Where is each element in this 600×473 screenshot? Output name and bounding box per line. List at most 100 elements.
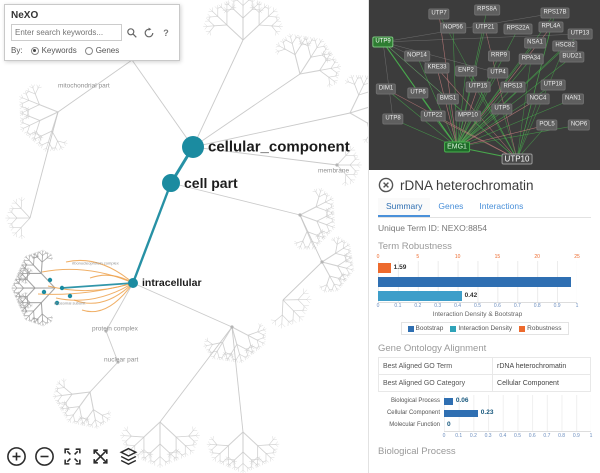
help-icon[interactable]: ? [163, 27, 169, 38]
network-node[interactable]: UTP8 [382, 113, 404, 125]
axis-tick: 0.5 [474, 303, 481, 309]
radio-keywords[interactable] [30, 46, 39, 55]
network-node[interactable]: RPA34 [518, 53, 544, 65]
tab-summary[interactable]: Summary [378, 198, 431, 217]
tree-branch-label: protein complex [92, 325, 138, 333]
go-score-bar [444, 409, 478, 417]
ontology-tree-panel: NeXO ? By: Keywords Genes [0, 0, 368, 473]
network-node[interactable]: DIM1 [375, 83, 397, 95]
app-title: NeXO [11, 10, 39, 21]
axis-tick: 0.7 [513, 303, 521, 309]
network-node[interactable]: UTP22 [420, 110, 446, 122]
legend-label: Robustness [527, 325, 562, 332]
go-score-row: Molecular Function 0 [378, 419, 591, 431]
network-node[interactable]: UTP7 [428, 8, 450, 20]
go-row-label: Best Aligned GO Category [377, 374, 494, 392]
expand-collapse-icon[interactable] [90, 446, 111, 467]
network-node[interactable]: UTP21 [472, 22, 498, 34]
tree-node-cellular-component[interactable] [182, 136, 204, 158]
network-node[interactable]: RPS8A [474, 4, 500, 16]
network-node[interactable]: UTP18 [540, 79, 566, 91]
tree-node-intracellular[interactable] [128, 278, 138, 288]
layers-icon[interactable] [118, 446, 139, 467]
close-icon[interactable] [378, 177, 394, 193]
reset-icon[interactable] [142, 26, 156, 40]
axis-tick: 0 [376, 254, 380, 260]
term-id: Unique Term ID: NEXO:8854 [378, 223, 487, 233]
network-node[interactable]: UTP6 [407, 87, 429, 99]
network-node[interactable]: NOP56 [440, 22, 466, 34]
go-score-value: 0.23 [480, 409, 494, 416]
network-node[interactable]: UTP15 [465, 81, 491, 93]
network-node[interactable]: POL5 [536, 119, 558, 131]
network-node[interactable]: NAN1 [561, 93, 585, 105]
network-node[interactable]: RPS13 [500, 81, 526, 93]
axis-tick: 1 [575, 303, 579, 309]
tree-node-label[interactable]: intracellular [142, 277, 202, 289]
go-score-value: 0 [447, 421, 451, 428]
radio-genes[interactable] [84, 46, 93, 55]
network-node[interactable]: KRE33 [424, 62, 450, 74]
network-node[interactable]: BMS1 [436, 93, 460, 105]
section-biological-process: Biological Process [378, 446, 456, 457]
search-by-label: By: [11, 46, 23, 55]
network-node[interactable]: UTP5 [491, 103, 513, 115]
axis-tick: 1 [589, 433, 593, 439]
zoom-out-icon[interactable] [34, 446, 55, 467]
axis-tick: 0.6 [528, 433, 536, 439]
axis-tick: 25 [574, 254, 580, 260]
tab-genes[interactable]: Genes [438, 201, 464, 211]
section-go-alignment: Gene Ontology Alignment [378, 343, 487, 354]
tab-interactions[interactable]: Interactions [479, 201, 524, 211]
network-node[interactable]: UTP13 [567, 28, 593, 40]
network-node[interactable]: RPL4A [538, 21, 564, 33]
tree-node-label[interactable]: cell part [184, 175, 238, 191]
network-node[interactable]: RPS22A [503, 23, 533, 35]
axis-tick: 0 [442, 433, 446, 439]
go-score-category: Biological Process [390, 398, 440, 404]
network-node[interactable]: RPS17B [540, 7, 570, 19]
ontology-tree-canvas[interactable] [0, 0, 368, 473]
go-score-category: Molecular Function [389, 422, 440, 428]
axis-tick: 0.5 [514, 433, 521, 439]
axis-tick: 0.9 [553, 303, 561, 309]
network-node[interactable]: RRP9 [487, 50, 511, 62]
network-node[interactable]: UTP4 [487, 67, 509, 79]
network-node[interactable]: NSA1 [524, 37, 546, 49]
network-node[interactable]: UTP9 [372, 36, 394, 48]
term-details-panel: rDNA heterochromatin Summary Genes Interac… [369, 170, 600, 473]
network-node[interactable]: MPP10 [455, 110, 481, 122]
axis-tick: 0.4 [499, 433, 507, 439]
axis-tick: 0.8 [533, 303, 541, 309]
network-node[interactable]: ENP2 [455, 65, 477, 77]
term-title: rDNA heterochromatin [400, 177, 534, 193]
network-node[interactable]: HSC82 [552, 40, 578, 52]
search-card: NeXO ? By: Keywords Genes [4, 4, 180, 61]
axis-tick: 15 [494, 254, 501, 260]
tree-node-cell-part[interactable] [162, 174, 180, 192]
network-node[interactable]: NOC4 [526, 93, 550, 105]
fit-to-screen-icon[interactable] [62, 446, 83, 467]
network-node[interactable]: NOP6 [567, 119, 591, 131]
network-node[interactable]: BUD21 [559, 51, 585, 63]
network-node[interactable]: UTP10 [501, 153, 533, 165]
search-input[interactable] [11, 24, 122, 41]
network-node[interactable]: NOP14 [404, 50, 430, 62]
tree-node-label[interactable]: cellular_component [208, 138, 350, 156]
axis-tick: 5 [416, 254, 420, 260]
network-node[interactable]: EMG1 [444, 141, 470, 153]
axis-tick: 0.9 [572, 433, 580, 439]
legend-item: Bootstrap [407, 325, 443, 332]
search-icon[interactable] [125, 26, 139, 40]
zoom-in-icon[interactable] [6, 446, 27, 467]
axis-tick: 0.1 [455, 433, 463, 439]
go-row-value: rDNA heterochromatin [492, 357, 591, 375]
axis-tick: 10 [454, 254, 461, 260]
